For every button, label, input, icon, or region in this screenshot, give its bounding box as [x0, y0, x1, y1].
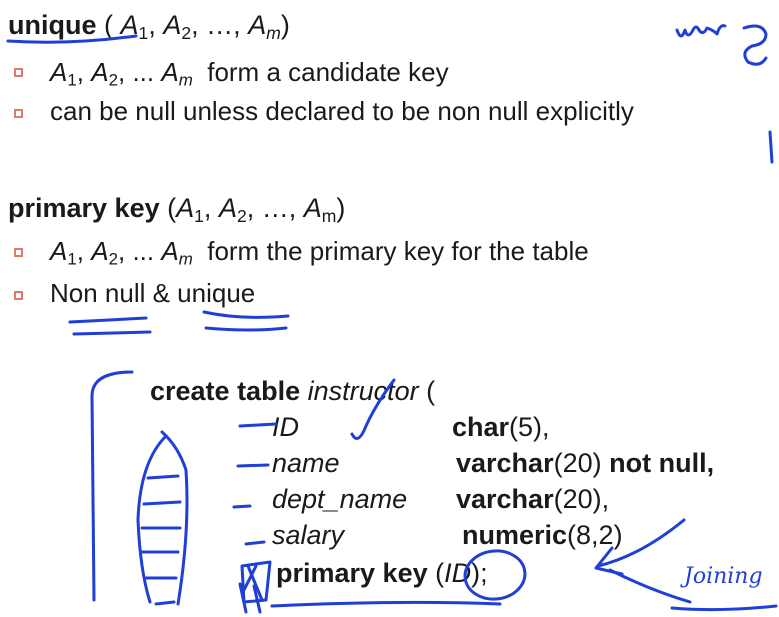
attr-a: A — [218, 193, 237, 223]
column-name: salary — [272, 520, 345, 550]
type-args: (20), — [553, 484, 610, 514]
column-type: char(5), — [452, 412, 550, 442]
bullet-icon — [14, 109, 23, 118]
paren-open: ( — [427, 558, 445, 588]
comma: , — [203, 193, 212, 223]
attr-sub: m — [321, 205, 337, 226]
comma: , — [233, 10, 241, 40]
bullet-icon — [14, 291, 23, 300]
attr-a: A — [50, 236, 68, 266]
bullet-text: form the primary key for the table — [207, 236, 589, 266]
comma: , — [191, 10, 199, 40]
attr-sub: 1 — [67, 249, 77, 269]
attr-a: A — [120, 10, 139, 40]
attr-sub: 2 — [181, 22, 192, 43]
primary-key-keyword: primary key — [276, 558, 428, 588]
comma: , — [76, 236, 84, 266]
comma: , — [288, 193, 297, 223]
attr-a: A — [303, 193, 322, 223]
attr-a: A — [161, 57, 179, 87]
paren-close: ) — [336, 193, 346, 223]
ellipsis: … — [261, 193, 289, 223]
unique-heading: unique ( A1, A2, …, Am) — [8, 10, 290, 43]
comma: , — [148, 10, 156, 40]
pk-column: ID — [444, 558, 472, 588]
attr-a: A — [248, 10, 267, 40]
primary-bullet-2: Non null & unique — [50, 278, 256, 308]
paren-close: ); — [471, 558, 488, 588]
ellipsis: … — [206, 10, 234, 40]
handwritten-joining-note: Joining — [684, 564, 763, 589]
primary-key-clause: primary key (ID); — [276, 558, 488, 588]
primary-bullet-1: A1, A2, ... Am form the primary key for … — [50, 236, 589, 269]
attr-sub: 2 — [108, 249, 118, 269]
comma: , — [117, 57, 126, 87]
bullet-icon — [14, 68, 23, 77]
type-keyword: numeric — [462, 520, 568, 550]
type-args: (8,2) — [567, 520, 623, 550]
attr-sub: 1 — [194, 205, 204, 226]
attr-sub: 1 — [138, 22, 149, 43]
attr-sub: 1 — [67, 70, 77, 90]
column-name: ID — [272, 412, 299, 442]
type-args: (5), — [509, 412, 550, 442]
unique-keyword: unique — [8, 10, 97, 40]
attr-a: A — [176, 193, 195, 223]
create-table-keyword: create table — [150, 376, 301, 406]
column-name: name — [272, 448, 340, 478]
comma: , — [246, 193, 255, 223]
type-args: (20) — [553, 448, 602, 478]
ellipsis: ... — [132, 57, 155, 87]
column-type: varchar(20), — [456, 484, 609, 514]
not-null-keyword: not null, — [609, 448, 715, 478]
attr-a: A — [91, 236, 109, 266]
type-keyword: varchar — [456, 484, 554, 514]
type-keyword: char — [452, 412, 510, 442]
paren-open: ( — [426, 376, 436, 406]
column-type: numeric(8,2) — [462, 520, 623, 550]
attr-sub: m — [178, 70, 193, 90]
bullet-icon — [14, 248, 23, 257]
attr-sub: 2 — [108, 70, 118, 90]
comma: , — [117, 236, 126, 266]
paren-open: ( — [104, 10, 114, 40]
attr-a: A — [161, 236, 179, 266]
attr-sub: m — [178, 249, 193, 269]
attr-sub: m — [266, 22, 281, 43]
attr-a: A — [50, 57, 68, 87]
primary-key-keyword: primary key — [8, 193, 160, 223]
column-name: dept_name — [272, 484, 408, 514]
primary-key-heading: primary key (A1, A2, …, Am) — [8, 193, 346, 226]
ellipsis: ... — [132, 236, 155, 266]
attr-a: A — [163, 10, 182, 40]
attr-a: A — [91, 57, 109, 87]
unique-bullet-2: can be null unless declared to be non nu… — [50, 96, 634, 126]
attr-sub: 2 — [236, 205, 247, 226]
type-keyword: varchar — [456, 448, 554, 478]
paren-close: ) — [280, 10, 290, 40]
unique-bullet-1: A1, A2, ... Am form a candidate key — [50, 57, 449, 90]
paren-open: ( — [167, 193, 177, 223]
column-type: varchar(20) not null, — [456, 448, 714, 478]
bullet-text: form a candidate key — [207, 57, 449, 87]
create-table-line: create table instructor ( — [150, 376, 435, 406]
comma: , — [76, 57, 84, 87]
table-name: instructor — [307, 376, 419, 406]
